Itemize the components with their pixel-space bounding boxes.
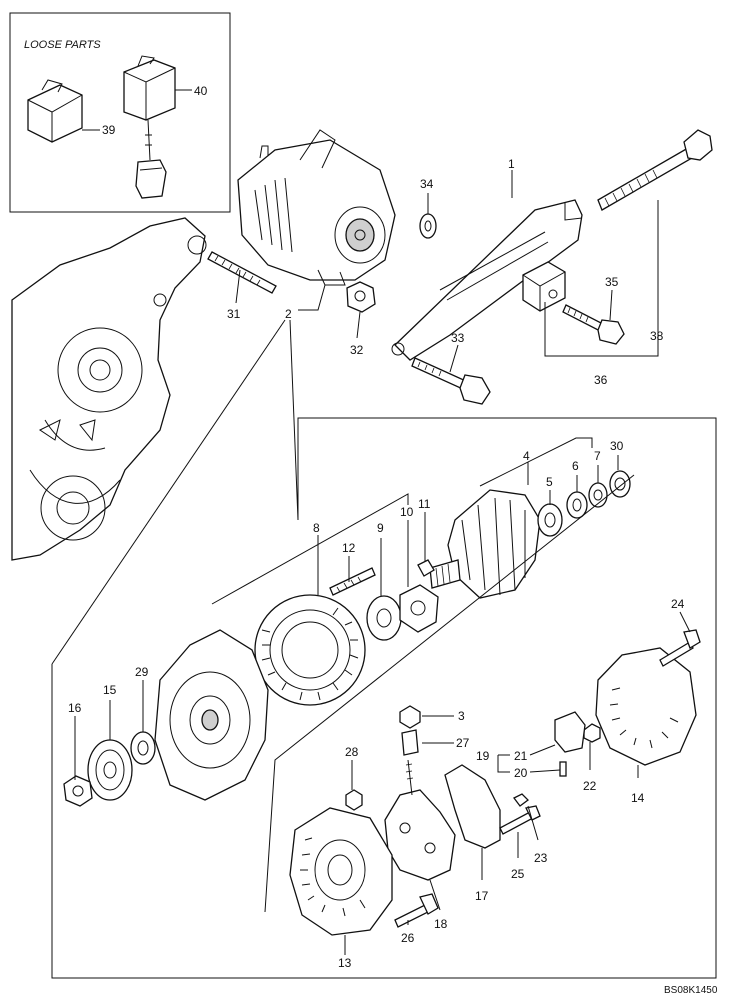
washer-part-30 — [609, 470, 631, 498]
callout-18: 18 — [434, 917, 448, 931]
plate-part-10 — [399, 584, 439, 633]
callout-2: 2 — [285, 307, 292, 321]
callout-40: 40 — [194, 84, 208, 98]
callout-36: 36 — [594, 373, 608, 387]
callout-14: 14 — [631, 791, 645, 805]
stud-part-31 — [207, 251, 277, 294]
callout-5: 5 — [546, 475, 553, 489]
engine-housing — [11, 217, 207, 561]
long-bolt-part-38 — [597, 129, 713, 211]
stator-part-8 — [254, 594, 366, 706]
regulator-part-17 — [444, 764, 501, 849]
callout-7: 7 — [594, 449, 601, 463]
callout-17: 17 — [475, 889, 489, 903]
callout-4: 4 — [523, 449, 530, 463]
nut-part-22 — [583, 723, 601, 743]
insulator-part-27 — [401, 729, 419, 756]
callout-39: 39 — [102, 123, 116, 137]
callout-8: 8 — [313, 521, 320, 535]
callout-9: 9 — [377, 521, 384, 535]
callout-labels: 1 2 3 4 5 6 7 8 9 10 11 12 13 14 15 16 1… — [68, 84, 685, 970]
callout-29: 29 — [135, 665, 149, 679]
rectifier-part-18 — [384, 759, 456, 881]
relay-part-39 — [27, 79, 83, 143]
leader-lines — [51, 89, 691, 955]
callout-21: 21 — [514, 749, 528, 763]
loose-parts-title: LOOSE PARTS — [24, 39, 101, 51]
callout-30: 30 — [610, 439, 624, 453]
callout-24: 24 — [671, 597, 685, 611]
stud-part-12 — [329, 567, 376, 596]
rear-cover-part-14 — [595, 647, 697, 766]
callout-19: 19 — [476, 749, 490, 763]
bearing-part-9 — [366, 595, 402, 641]
brush-holder-part-21 — [554, 711, 586, 753]
bearing-part-5 — [537, 503, 563, 537]
reference-code: BS08K1450 — [664, 985, 718, 996]
callout-28: 28 — [345, 745, 359, 759]
callout-27: 27 — [456, 736, 470, 750]
bolt-part-33 — [411, 357, 491, 405]
drive-end-frame — [154, 629, 269, 801]
callout-16: 16 — [68, 701, 82, 715]
alternator-assembly — [237, 129, 396, 286]
washer-part-34 — [419, 213, 437, 239]
callout-32: 32 — [350, 343, 364, 357]
adjusting-block — [522, 261, 566, 312]
callout-11: 11 — [418, 497, 431, 511]
bolt-part-26 — [394, 893, 439, 928]
callout-3: 3 — [458, 709, 465, 723]
nut-part-3 — [399, 705, 421, 729]
rear-frame-part-13 — [289, 807, 393, 936]
callout-10: 10 — [400, 505, 414, 519]
callout-34: 34 — [420, 177, 434, 191]
callout-31: 31 — [227, 307, 241, 321]
rotor-part-4 — [429, 489, 541, 599]
callout-22: 22 — [583, 779, 597, 793]
screw-part-23 — [513, 793, 529, 807]
nut-part-16 — [63, 775, 93, 807]
adjusting-bracket-part-1 — [391, 199, 583, 361]
exploded-view-frame — [51, 417, 717, 979]
bolt-part-35 — [562, 304, 625, 345]
module-part-40 — [123, 55, 176, 199]
pulley-part-15 — [87, 739, 133, 801]
bolt-part-25 — [499, 805, 541, 835]
spacer-part-29 — [130, 731, 156, 765]
brush-part-20 — [559, 761, 567, 777]
callout-26: 26 — [401, 931, 415, 945]
callout-1: 1 — [508, 157, 515, 171]
callout-12: 12 — [342, 541, 356, 555]
callout-6: 6 — [572, 459, 579, 473]
callout-25: 25 — [511, 867, 525, 881]
callout-38: 38 — [650, 329, 664, 343]
callout-33: 33 — [451, 331, 465, 345]
callout-23: 23 — [534, 851, 548, 865]
callout-13: 13 — [338, 956, 352, 970]
nut-part-28 — [345, 789, 363, 811]
callout-20: 20 — [514, 766, 528, 780]
loose-parts-box: LOOSE PARTS — [9, 12, 231, 213]
bolt-part-24 — [659, 629, 701, 667]
callout-35: 35 — [605, 275, 619, 289]
nut-part-32 — [346, 281, 376, 313]
callout-15: 15 — [103, 683, 117, 697]
